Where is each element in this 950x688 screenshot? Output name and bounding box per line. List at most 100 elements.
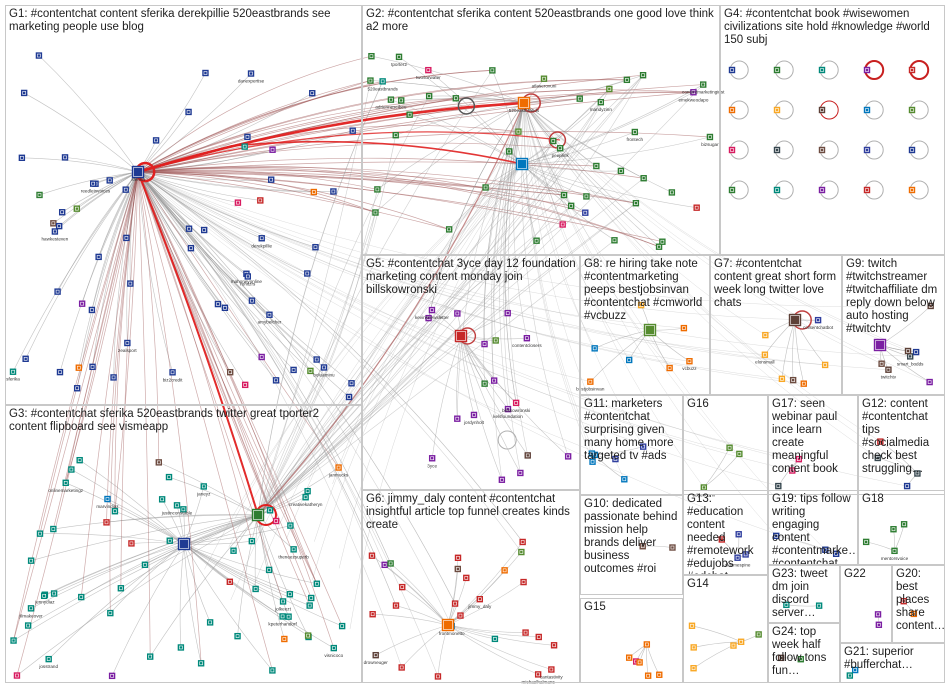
node-g2-fill bbox=[585, 195, 588, 198]
node-g4-fill bbox=[775, 148, 779, 152]
group-label-g17: G17: seen webinar paul ince learn create… bbox=[772, 398, 838, 475]
node-g17-fill bbox=[777, 484, 780, 488]
edge-cross bbox=[523, 102, 705, 488]
node-g1-fill bbox=[63, 156, 67, 159]
node-g3-fill bbox=[105, 521, 108, 524]
node-g3-fill bbox=[47, 657, 50, 661]
hub-node-6-fill bbox=[443, 620, 453, 630]
node-g4-fill bbox=[910, 68, 914, 72]
group-label-g8: G8: re hiring take note #contentmarketin… bbox=[584, 258, 703, 322]
edge-g6 bbox=[390, 563, 449, 626]
edge-g1-g2 bbox=[137, 80, 371, 173]
edge-g1 bbox=[137, 73, 252, 173]
group-label-g13: G13: #education content needed #remotewo… bbox=[687, 493, 754, 574]
node-g15-fill bbox=[638, 661, 641, 664]
edge-g3 bbox=[65, 482, 185, 545]
node-g1-fill bbox=[309, 369, 312, 373]
node-g11-fill bbox=[614, 457, 617, 461]
node-g1-fill bbox=[243, 145, 246, 148]
node-g11-fill bbox=[623, 478, 626, 481]
group-panel-g8: G8: re hiring take note #contentmarketin… bbox=[580, 255, 710, 395]
edge-g12 bbox=[877, 457, 918, 474]
node-g2-fill bbox=[569, 204, 573, 208]
node-g13-fill bbox=[744, 553, 747, 556]
node-g15-fill bbox=[627, 656, 631, 659]
node-g7-fill bbox=[816, 318, 820, 322]
node-g6-fill bbox=[524, 631, 527, 634]
group-label-g22: G22 bbox=[844, 568, 866, 580]
node-g6-fill bbox=[521, 540, 524, 544]
node-g6-fill bbox=[370, 554, 374, 557]
edge-g2-g3 bbox=[250, 163, 523, 593]
node-g3-fill bbox=[281, 615, 284, 618]
edge-g1-g3 bbox=[13, 171, 139, 641]
node-g3-fill bbox=[26, 624, 30, 627]
edge-g3 bbox=[111, 543, 185, 676]
edge-g3 bbox=[71, 469, 185, 545]
edge-g3 bbox=[183, 540, 252, 545]
edge-g6 bbox=[447, 624, 555, 646]
node-label-g1: zealsport bbox=[118, 348, 137, 353]
node-g3-fill bbox=[179, 646, 183, 649]
node-g8-fill bbox=[682, 326, 686, 330]
edge-g2-g3 bbox=[338, 163, 523, 569]
node-g6-fill bbox=[456, 556, 460, 560]
node-g2-fill bbox=[447, 228, 451, 231]
edge-g3 bbox=[110, 543, 185, 614]
node-g5-fill bbox=[506, 407, 510, 411]
edge-g1 bbox=[78, 171, 139, 368]
edge-g1-g2 bbox=[137, 55, 372, 173]
node-g2-fill bbox=[657, 245, 661, 248]
node-g20-fill bbox=[902, 600, 905, 603]
node-g1-fill bbox=[52, 222, 55, 225]
node-g1-fill bbox=[306, 272, 309, 275]
hub-node-2-fill bbox=[253, 510, 263, 520]
edge-g1-g2 bbox=[137, 165, 586, 214]
node-g1-fill bbox=[189, 246, 193, 250]
node-g11-fill bbox=[641, 445, 645, 448]
node-label-g6: drowneuger bbox=[364, 660, 389, 665]
edge-cross bbox=[523, 102, 644, 447]
node-g18-fill bbox=[902, 523, 906, 526]
edge-g6 bbox=[375, 624, 449, 656]
node-label-g2: contentmarketinginst bbox=[682, 90, 725, 95]
node-g1-fill bbox=[11, 370, 15, 373]
node-g6-fill bbox=[537, 635, 540, 639]
node-g3-fill bbox=[292, 548, 295, 551]
node-g1-fill bbox=[187, 110, 190, 114]
edge-g3-g2 bbox=[257, 140, 554, 516]
node-g2-fill bbox=[625, 78, 629, 82]
node-g6-fill bbox=[401, 585, 404, 589]
group-panel-g13: G13: #education content needed #remotewo… bbox=[683, 490, 768, 575]
node-g4-fill bbox=[865, 148, 869, 152]
node-g13-fill bbox=[736, 556, 739, 559]
node-g3-fill bbox=[42, 594, 46, 597]
group-label-g10: G10: dedicated passionate behind mission… bbox=[584, 498, 678, 575]
node-g6-fill bbox=[400, 666, 403, 669]
edge-cross bbox=[523, 102, 730, 448]
node-g3-fill bbox=[29, 559, 33, 562]
node-g3-fill bbox=[208, 621, 212, 624]
node-g3-fill bbox=[228, 580, 232, 583]
node-g4-fill bbox=[820, 148, 824, 152]
node-label-g1: hawkesteven bbox=[41, 236, 68, 241]
edge-g2-g5 bbox=[483, 102, 525, 345]
node-g2-fill bbox=[584, 211, 587, 214]
node-g3-fill bbox=[15, 674, 19, 677]
node-label-g8: vcbuzz bbox=[682, 366, 697, 371]
edge-g1 bbox=[62, 171, 139, 213]
node-g9-fill bbox=[928, 380, 931, 384]
self-loop-g5b bbox=[497, 430, 517, 450]
node-g6-fill bbox=[465, 576, 468, 580]
edge-g2-g5 bbox=[504, 102, 525, 403]
edge-g3 bbox=[183, 543, 343, 627]
edge-g2 bbox=[448, 163, 523, 230]
edge-g3-g2 bbox=[257, 80, 371, 516]
node-g1-fill bbox=[97, 255, 100, 259]
group-panel-g15: G15 bbox=[580, 598, 683, 683]
node-g3-fill bbox=[289, 524, 292, 527]
node-label-g2: twosorwater bbox=[416, 75, 441, 80]
node-g1-fill bbox=[22, 91, 26, 95]
node-g1-fill bbox=[315, 358, 318, 361]
hub-node-3-fill bbox=[517, 159, 527, 169]
